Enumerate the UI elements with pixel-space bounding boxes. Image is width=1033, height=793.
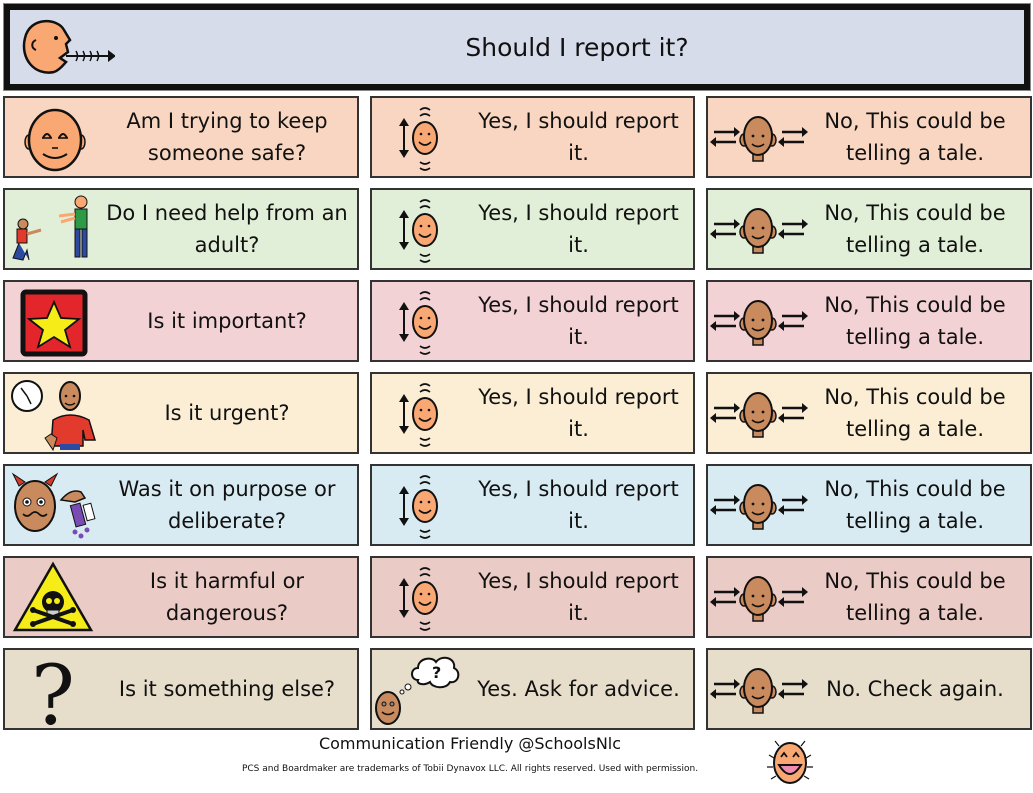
yes-card: Yes, I should report it. <box>370 188 695 270</box>
no-card: No, This could be telling a tale. <box>706 188 1032 270</box>
yes-card: Yes, I should report it. <box>370 372 695 454</box>
yes-card-text: Yes, I should report it. <box>478 477 679 533</box>
question-card-text: Is it something else? <box>118 677 336 701</box>
yes-card: Yes, I should report it. <box>370 96 695 178</box>
no-card: No, This could be telling a tale. <box>706 464 1032 546</box>
no-card: No, This could be telling a tale. <box>706 96 1032 178</box>
shaking-head-icon <box>708 650 808 728</box>
shaking-head-icon <box>708 98 808 176</box>
nodding-head-icon <box>372 190 472 268</box>
no-card-text: No. Check again. <box>826 677 1004 701</box>
shaking-head-icon <box>708 558 808 636</box>
star-icon <box>5 282 105 360</box>
shaking-head-icon <box>708 282 808 360</box>
speaking-head-icon <box>22 19 115 74</box>
no-card-text: No, This could be telling a tale. <box>824 385 1006 441</box>
shaking-head-icon <box>708 190 808 268</box>
no-card-text: No, This could be telling a tale. <box>824 477 1006 533</box>
clock-person-icon <box>5 374 105 452</box>
question-card: Am I trying to keep someone safe? <box>3 96 359 178</box>
page-header: Should I report it? <box>4 4 1030 90</box>
question-card-text: Is it urgent? <box>164 401 290 425</box>
question-card: Was it on purpose or deliberate? <box>3 464 359 546</box>
no-card-text: No, This could be telling a tale. <box>824 109 1006 165</box>
question-card: Is it urgent? <box>3 372 359 454</box>
question-card-text: Was it on purpose or deliberate? <box>118 477 336 533</box>
laughing-face-icon <box>767 740 813 784</box>
yes-card-text: Yes. Ask for advice. <box>477 677 680 701</box>
svg-text:?: ? <box>31 650 75 728</box>
yes-card-text: Yes, I should report it. <box>478 109 679 165</box>
nodding-head-icon <box>372 558 472 636</box>
question-mark-icon: ? <box>5 650 105 728</box>
no-card: No. Check again. <box>706 648 1032 730</box>
question-card: ? Is it something else? <box>3 648 359 730</box>
no-card: No, This could be telling a tale. <box>706 372 1032 454</box>
yes-card: ? Yes. Ask for advice. <box>370 648 695 730</box>
question-card: Is it important? <box>3 280 359 362</box>
shaking-head-icon <box>708 374 808 452</box>
devil-spilling-icon <box>5 466 105 544</box>
hazard-skull-icon <box>5 558 105 636</box>
question-card-text: Do I need help from an adult? <box>106 201 348 257</box>
page-title: Should I report it? <box>465 32 689 62</box>
safe-face-icon <box>5 98 105 176</box>
svg-text:?: ? <box>432 663 441 682</box>
yes-card-text: Yes, I should report it. <box>478 293 679 349</box>
credit-text: Communication Friendly @SchoolsNlc <box>318 734 622 753</box>
nodding-head-icon <box>372 374 472 452</box>
question-card-text: Is it important? <box>147 309 307 333</box>
nodding-head-icon <box>372 466 472 544</box>
question-card: Is it harmful or dangerous? <box>3 556 359 638</box>
shaking-head-icon <box>708 466 808 544</box>
no-card-text: No, This could be telling a tale. <box>824 569 1006 625</box>
thinking-head-icon: ? <box>372 650 472 728</box>
question-card-text: Am I trying to keep someone safe? <box>126 109 328 165</box>
no-card: No, This could be telling a tale. <box>706 556 1032 638</box>
yes-card-text: Yes, I should report it. <box>478 385 679 441</box>
question-card-text: Is it harmful or dangerous? <box>149 569 305 625</box>
nodding-head-icon <box>372 98 472 176</box>
adult-helping-child-icon <box>5 190 105 268</box>
trademark-text: PCS and Boardmaker are trademarks of Tob… <box>241 764 699 774</box>
yes-card-text: Yes, I should report it. <box>478 201 679 257</box>
no-card-text: No, This could be telling a tale. <box>824 201 1006 257</box>
question-card: Do I need help from an adult? <box>3 188 359 270</box>
yes-card: Yes, I should report it. <box>370 464 695 546</box>
no-card-text: No, This could be telling a tale. <box>824 293 1006 349</box>
yes-card: Yes, I should report it. <box>370 556 695 638</box>
no-card: No, This could be telling a tale. <box>706 280 1032 362</box>
yes-card-text: Yes, I should report it. <box>478 569 679 625</box>
yes-card: Yes, I should report it. <box>370 280 695 362</box>
nodding-head-icon <box>372 282 472 360</box>
